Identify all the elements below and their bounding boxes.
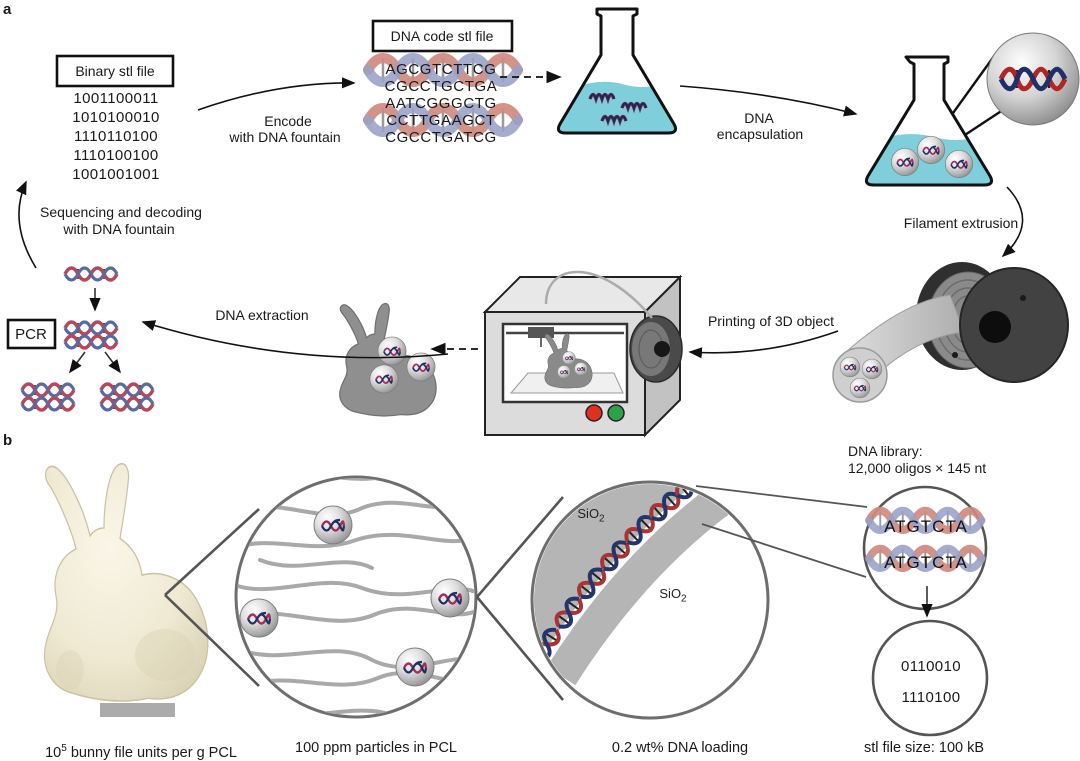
sio2-label-inner: SiO2: [659, 586, 686, 605]
caption-bunny-sup: 5: [61, 743, 67, 754]
printer-red-button: [585, 404, 603, 422]
oligo-circle: [862, 485, 988, 611]
dna-code-line: AGCGTCTTCG: [385, 61, 497, 78]
panel-b-label: b: [3, 432, 13, 449]
binary-line: 1110100100: [73, 147, 159, 164]
pcr-box: [6, 318, 57, 350]
extraction-label: DNA extraction: [215, 307, 309, 323]
caption-particles: 100 ppm particles in PCL: [295, 740, 457, 756]
binary-line: 1110110100: [73, 128, 159, 145]
printer-green-button: [607, 404, 625, 422]
caption-dna-loading: 0.2 wt% DNA loading: [611, 740, 749, 756]
oligo-sequence-2: ATGTCTA: [884, 553, 968, 572]
caption-bunny-pre: 10: [45, 744, 62, 761]
zoom-wedge-2a: [476, 496, 564, 598]
dna-code-line: CCTTGAAGCT: [386, 112, 496, 129]
zoom-wedge-2b: [476, 596, 564, 701]
printer-3d: [482, 270, 683, 438]
zoom-wedge-3a: [695, 485, 868, 508]
pcr-label: PCR: [15, 326, 47, 343]
binary-line: 1010100010: [72, 109, 160, 126]
printer-window: [501, 322, 629, 404]
sio2-band-outer: [534, 484, 697, 648]
encode-arrow: [197, 77, 356, 111]
caption-bunny: 105 bunny file units per g PCL: [45, 740, 237, 761]
particles-circle: [234, 475, 478, 719]
encode-label-line1: Encode: [264, 113, 312, 129]
sio2-sub: 2: [599, 513, 605, 525]
binary-line: 1001001001: [72, 166, 160, 183]
binary-circle-line2: 1110100: [901, 689, 961, 706]
oligo-sequence-1: ATGTCTA: [884, 517, 968, 536]
printing-arrow: [688, 330, 839, 359]
printing-label: Printing of 3D object: [707, 313, 835, 329]
binary-stl-box: [55, 54, 175, 88]
sequencing-label-line1: Sequencing and decoding: [40, 204, 202, 220]
encapsulation-label-line1: DNA: [744, 110, 774, 126]
sio2-circle: [530, 480, 770, 720]
extraction-arrow: [141, 320, 449, 359]
binary-line: 1001100011: [73, 90, 159, 107]
sio2-band-inner: [546, 485, 732, 686]
zoom-wedge-1b: [164, 594, 260, 687]
binary-circle: [871, 619, 989, 737]
flask-particles: [865, 55, 993, 187]
sio2-base: SiO: [577, 506, 600, 521]
sio2-base: SiO: [659, 586, 682, 601]
dna-code-line: CGCCTGATCG: [385, 129, 497, 146]
filament-cross-section: [832, 347, 888, 403]
encode-label-line2: with DNA fountain: [229, 129, 341, 145]
printed-bunny: [339, 302, 437, 417]
panel-a-label: a: [3, 1, 12, 18]
zoom-wedge-1a: [164, 508, 260, 596]
pcr-tree: [20, 266, 155, 412]
dna-code-box-title: DNA code stl file: [390, 28, 494, 44]
filament-spool: [832, 262, 1069, 403]
binary-box-title: Binary stl file: [75, 63, 155, 79]
caption-bunny-post: bunny file units per g PCL: [66, 744, 237, 761]
encapsulation-arrow: [679, 85, 858, 117]
dna-code-box: [371, 19, 514, 53]
zoom-wedge-3b: [701, 523, 867, 578]
photo-bunny: [43, 462, 210, 703]
sio2-sub: 2: [681, 593, 687, 605]
caption-file-size: stl file size: 100 kB: [863, 740, 985, 756]
inset-particle-sphere: [986, 32, 1080, 126]
printer-guide-tube: [544, 270, 653, 319]
flask-dna-solution: [557, 7, 677, 135]
filament-extrusion-label: Filament extrusion: [903, 215, 1019, 231]
dna-library-label-line2: 12,000 oligos × 145 nt: [848, 460, 987, 476]
cycle-arrow: [15, 180, 37, 269]
encapsulation-label-line2: encapsulation: [716, 126, 804, 142]
filament-extrusion-arrow: [1001, 186, 1024, 258]
dna-code-line: CGCCTGCTGA: [384, 78, 498, 95]
dna-library-label-line1: DNA library:: [848, 443, 923, 459]
printer-side-spool: [629, 315, 683, 383]
binary-circle-line1: 0110010: [900, 658, 962, 675]
sio2-label-outer: SiO2: [577, 506, 604, 525]
scale-bar: [100, 703, 175, 717]
sequencing-label-line2: with DNA fountain: [63, 221, 175, 237]
dna-code-line: AATCGGGCTG: [385, 95, 497, 112]
